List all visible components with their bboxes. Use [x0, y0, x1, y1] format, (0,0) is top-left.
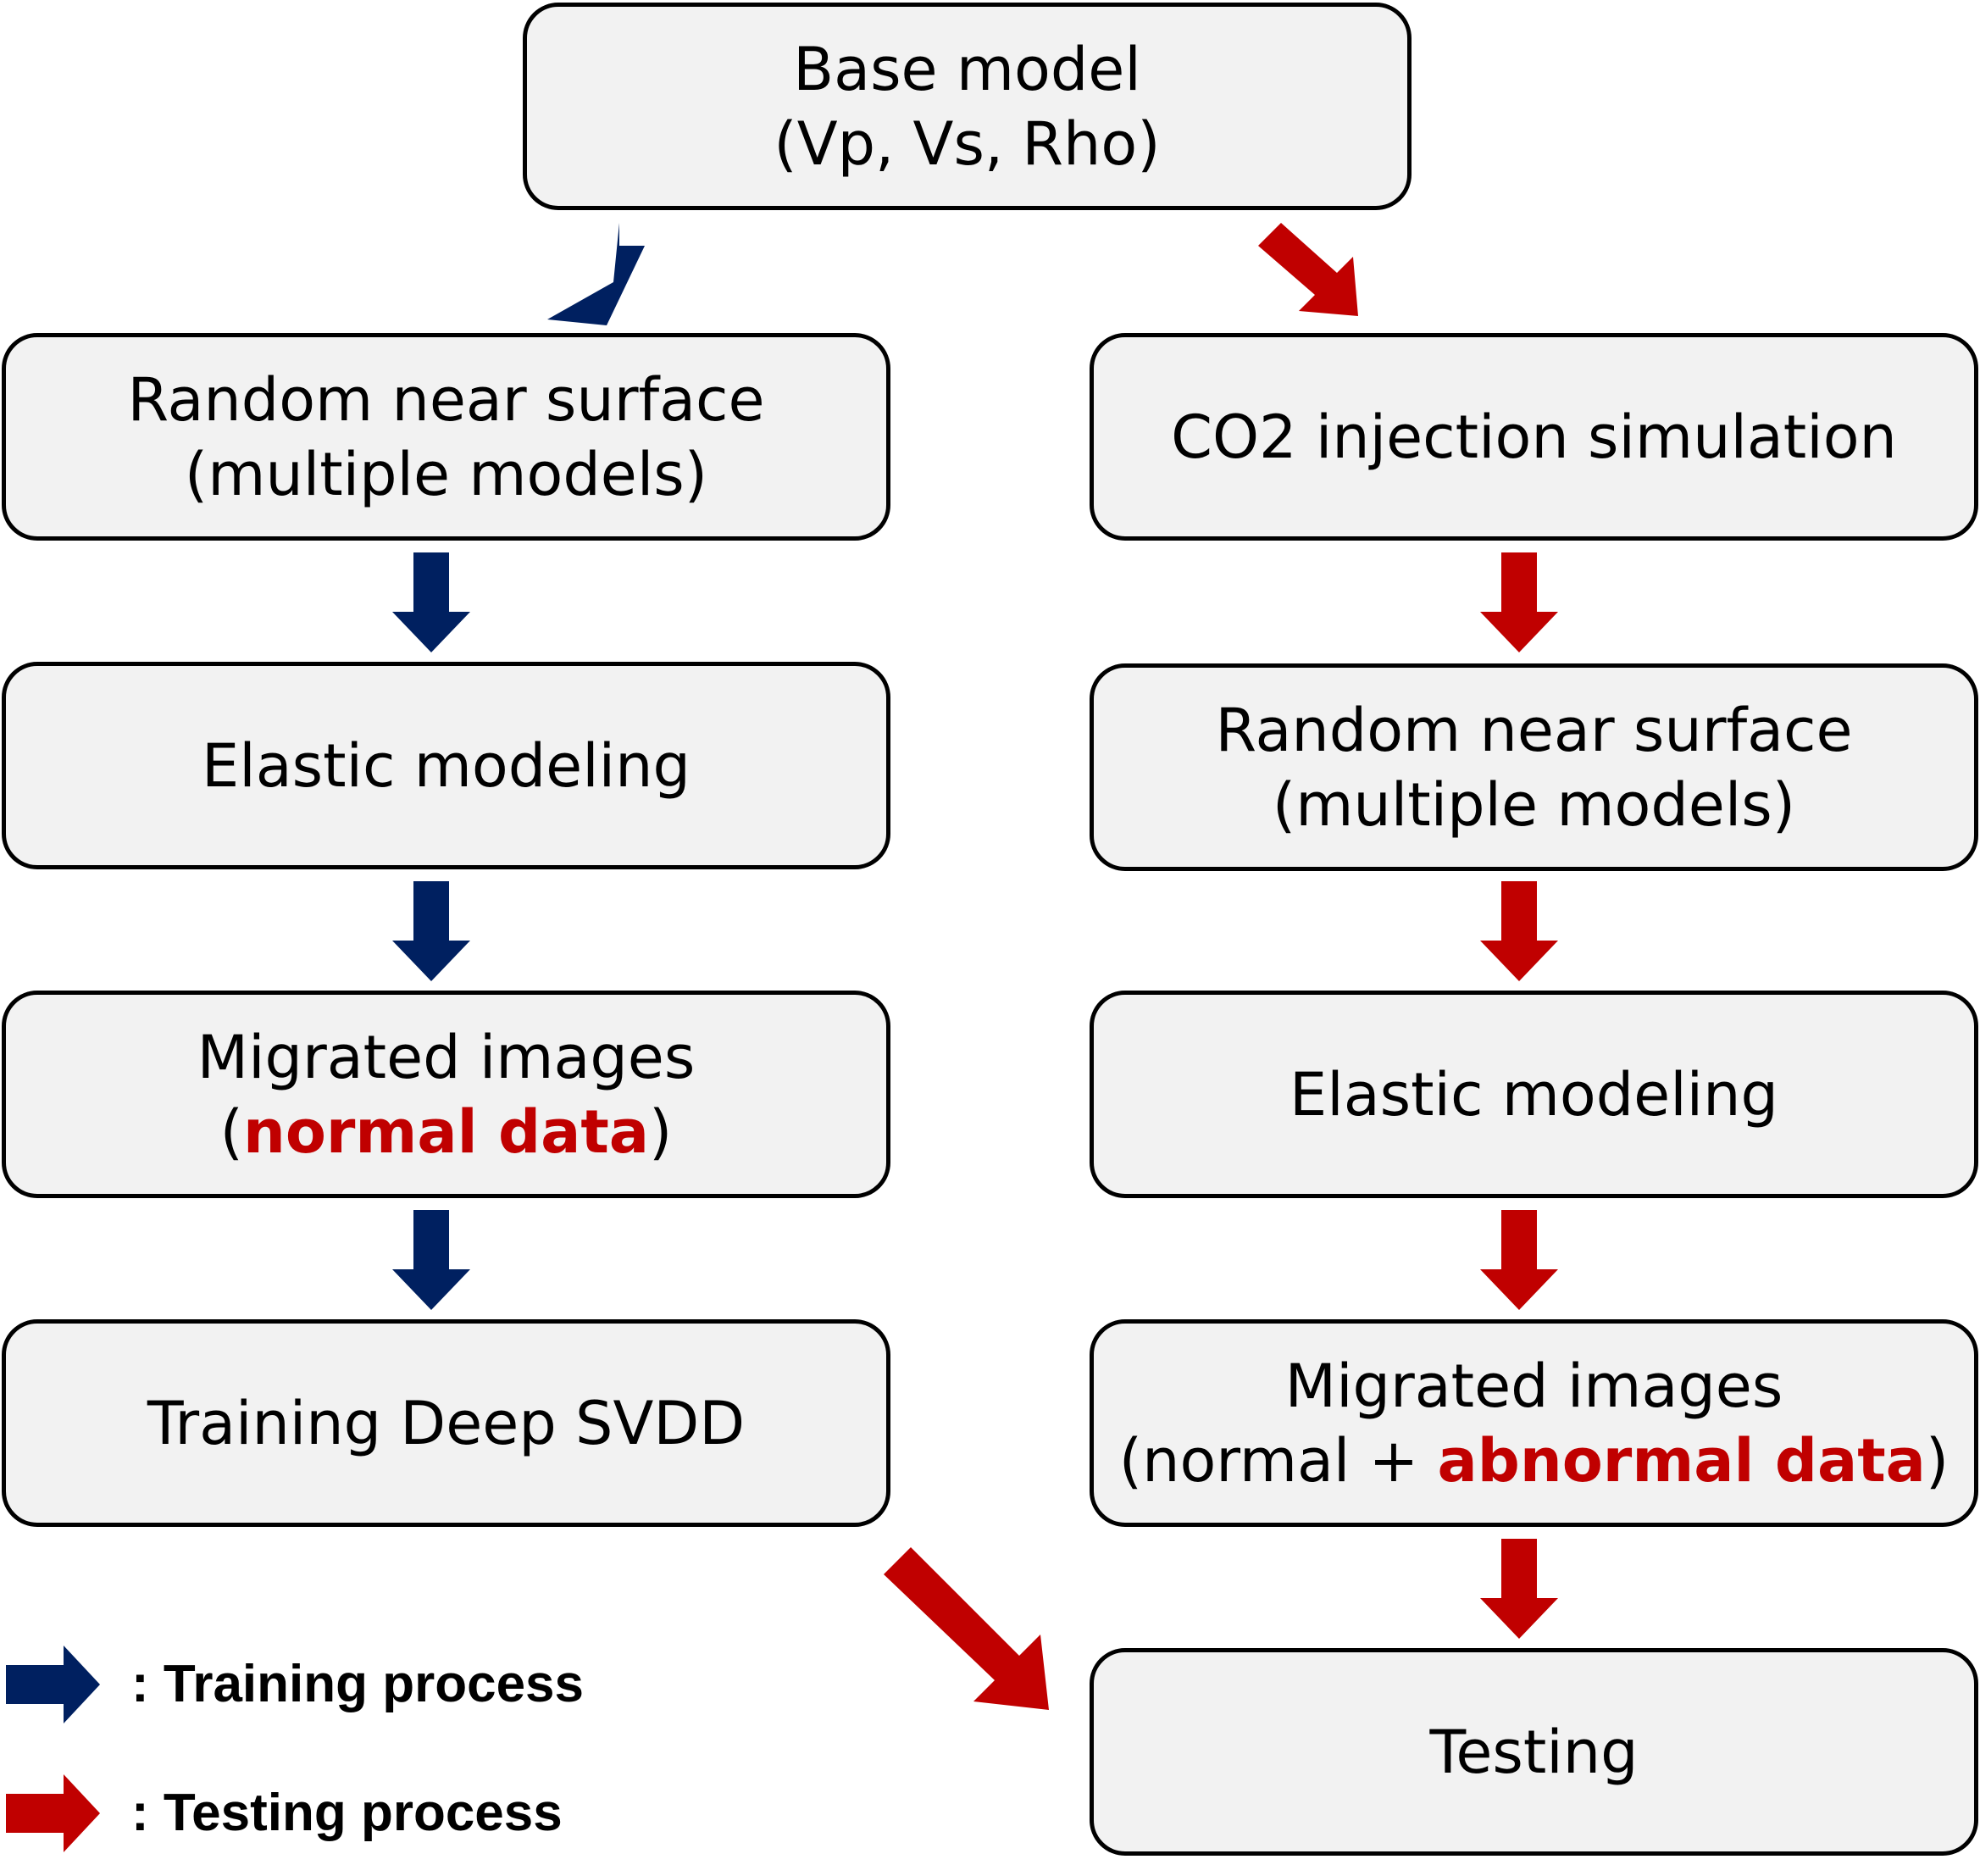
legend-testing-arrow — [6, 1774, 100, 1852]
testing-box: Testing — [1090, 1648, 1978, 1856]
testing-title: Testing — [1429, 1717, 1639, 1787]
training-deep-svdd-title: Training Deep SVDD — [147, 1388, 746, 1458]
left-migrated-close: ) — [649, 1096, 673, 1167]
base-model-title: Base model — [793, 34, 1141, 104]
right-elastic-modeling-title: Elastic modeling — [1289, 1059, 1778, 1129]
left-elastic-modeling-title: Elastic modeling — [202, 730, 691, 801]
base-model-params: (Vp, Vs, Rho) — [774, 108, 1161, 179]
diagonal-training-arrow — [547, 223, 645, 325]
testing-arrow-2 — [1480, 881, 1558, 981]
abnormal-data-highlight: abnormal data — [1437, 1425, 1926, 1496]
legend-training-label: : Training process — [131, 1655, 585, 1713]
right-random-near-surface-box: Random near surface (multiple models) — [1090, 663, 1978, 871]
legend-testing-label: : Testing process — [131, 1784, 563, 1842]
diagonal-testing-arrow-bottom — [884, 1547, 1049, 1710]
right-migrated-images-title: Migrated images — [1284, 1351, 1783, 1421]
training-arrow-1 — [392, 552, 470, 652]
right-migrated-close: ) — [1925, 1425, 1949, 1496]
co2-injection-title: CO2 injection simulation — [1171, 402, 1897, 472]
left-migrated-images-box: Migrated images (normal data) — [2, 991, 890, 1198]
left-elastic-modeling-box: Elastic modeling — [2, 662, 890, 869]
left-migrated-open: ( — [219, 1096, 243, 1167]
right-migrated-prefix: (normal + — [1118, 1425, 1438, 1496]
testing-arrow-4 — [1480, 1539, 1558, 1639]
right-random-near-surface-subtitle: (multiple models) — [1272, 769, 1796, 840]
right-migrated-images-box: Migrated images (normal + abnormal data) — [1090, 1319, 1978, 1527]
left-random-near-surface-subtitle: (multiple models) — [184, 439, 708, 509]
right-migrated-images-subtitle: (normal + abnormal data) — [1119, 1424, 1949, 1498]
right-elastic-modeling-box: Elastic modeling — [1090, 991, 1978, 1198]
right-random-near-surface-title: Random near surface — [1215, 695, 1853, 765]
training-deep-svdd-box: Training Deep SVDD — [2, 1319, 890, 1527]
training-arrow-2 — [392, 881, 470, 981]
normal-data-highlight: normal data — [242, 1096, 650, 1167]
left-random-near-surface-box: Random near surface (multiple models) — [2, 333, 890, 541]
left-migrated-images-subtitle: (normal data) — [220, 1095, 673, 1169]
diagonal-testing-arrow-top — [1258, 223, 1358, 316]
training-arrow-3 — [392, 1210, 470, 1310]
testing-arrow-3 — [1480, 1210, 1558, 1310]
legend-training-arrow — [6, 1646, 100, 1723]
testing-arrow-1 — [1480, 552, 1558, 652]
left-random-near-surface-title: Random near surface — [127, 364, 765, 435]
base-model-box: Base model (Vp, Vs, Rho) — [523, 3, 1412, 210]
co2-injection-box: CO2 injection simulation — [1090, 333, 1978, 541]
left-migrated-images-title: Migrated images — [197, 1022, 696, 1092]
